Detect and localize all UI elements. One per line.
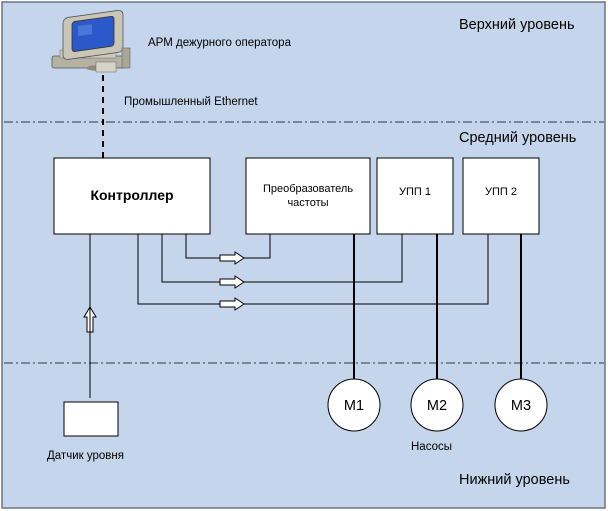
motors	[327, 378, 548, 432]
workstation-label: АРМ дежурного оператора	[148, 37, 291, 49]
converter-label: Преобразователь частоты	[262, 183, 354, 209]
motor-m1-label: M1	[343, 398, 365, 414]
motor-m3-label: M3	[510, 398, 532, 414]
upp2-box	[462, 157, 540, 235]
pumps-label: Насосы	[411, 441, 452, 453]
sensor-label: Датчик уровня	[47, 450, 124, 462]
level-upper-label: Верхний уровень	[459, 17, 575, 33]
controller-label: Контроллер	[90, 187, 174, 203]
arrow-icon	[219, 275, 245, 289]
network-label: Промышленный Ethernet	[124, 96, 258, 108]
sensor-box	[63, 401, 119, 437]
motor-m2	[410, 378, 464, 432]
motor-m1	[327, 378, 381, 432]
level-lower-label: Нижний уровень	[459, 472, 570, 488]
arrow-icon	[219, 251, 245, 265]
upp1-box	[376, 157, 454, 235]
signal-arrows	[83, 251, 245, 333]
motor-m2-label: M2	[426, 398, 448, 414]
motor-m3	[494, 378, 548, 432]
converter-box	[245, 157, 371, 235]
level-middle-label: Средний уровень	[459, 130, 577, 146]
computer-workstation-icon	[51, 9, 131, 73]
controller-box	[53, 157, 211, 235]
arrow-icon	[219, 297, 245, 311]
power-lines	[353, 234, 522, 380]
upp2-label: УПП 2	[485, 186, 517, 198]
upp1-label: УПП 1	[399, 186, 431, 198]
